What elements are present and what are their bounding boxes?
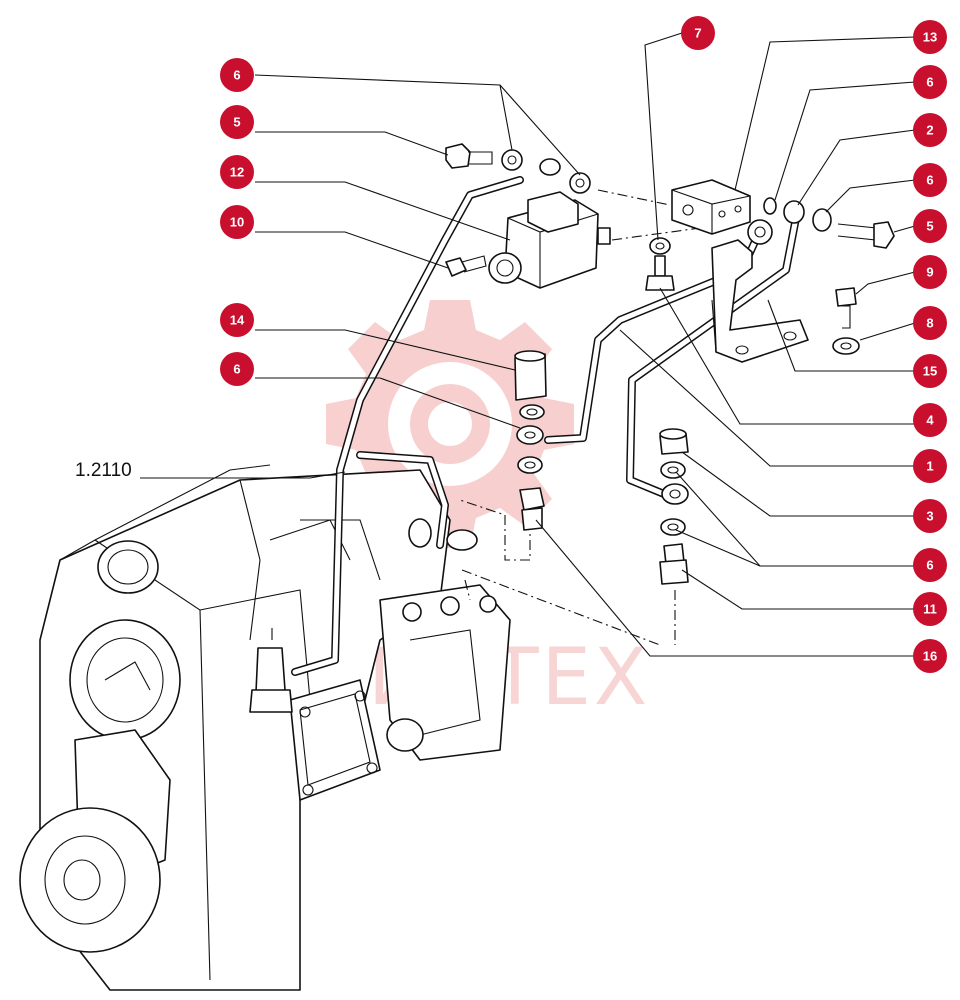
part-16-nipple — [519, 487, 545, 531]
callout-number: 9 — [926, 265, 933, 280]
part-5-bolt-top — [445, 143, 493, 169]
assembly-axes — [459, 189, 701, 646]
part-15-bracket — [711, 239, 809, 363]
callout-badge-6: 6 — [220, 58, 254, 92]
part-9-screw — [835, 287, 857, 329]
callout-badge-2: 2 — [913, 113, 947, 147]
callout-badge-13: 13 — [913, 20, 947, 54]
callout-number: 6 — [926, 173, 933, 188]
callout-number: 4 — [926, 413, 934, 428]
assembly-label: 1.2110 — [75, 460, 132, 481]
part-13-manifold-block — [671, 179, 751, 235]
callout-number: 14 — [230, 313, 245, 328]
callout-badge-14: 14 — [220, 303, 254, 337]
part-11-nipple — [659, 543, 689, 585]
callout-number: 12 — [230, 165, 244, 180]
callout-badge-6: 6 — [913, 548, 947, 582]
callout-badge-10: 10 — [220, 205, 254, 239]
part-10-screw — [445, 255, 487, 277]
callout-badge-16: 16 — [913, 639, 947, 673]
callout-number: 15 — [923, 364, 937, 379]
callout-number: 2 — [926, 123, 933, 138]
callout-number: 6 — [926, 558, 933, 573]
callout-number: 6 — [233, 68, 240, 83]
callout-number: 16 — [923, 649, 937, 664]
part-12-solenoid-valve — [488, 191, 611, 289]
callout-number: 5 — [926, 219, 933, 234]
part-8-washer — [832, 337, 860, 355]
callout-number: 6 — [926, 75, 933, 90]
callout-badge-5: 5 — [220, 105, 254, 139]
callout-number: 11 — [923, 602, 937, 617]
part-7-washer-screw — [645, 237, 675, 291]
part-6-washers-top — [501, 149, 591, 194]
callout-badge-4: 4 — [913, 403, 947, 437]
part-14-cap — [514, 350, 547, 401]
callout-badge-12: 12 — [220, 155, 254, 189]
pipes — [291, 176, 800, 676]
callout-badge-7: 7 — [681, 16, 715, 50]
callout-badge-6: 6 — [220, 352, 254, 386]
callout-number: 1 — [926, 459, 933, 474]
callout-badge-5: 5 — [913, 209, 947, 243]
callout-number: 5 — [233, 115, 240, 130]
part-2-banjo-fittings — [747, 197, 805, 245]
callout-badge-8: 8 — [913, 306, 947, 340]
callout-badge-6: 6 — [913, 163, 947, 197]
callout-number: 3 — [926, 509, 933, 524]
callout-badge-3: 3 — [913, 499, 947, 533]
callout-number: 8 — [926, 316, 933, 331]
callout-badge-11: 11 — [913, 592, 947, 626]
callout-number: 13 — [923, 30, 937, 45]
callout-number: 7 — [694, 26, 701, 41]
part-6-washers-center — [516, 404, 545, 474]
part-5-bolt-right — [812, 208, 895, 249]
callout-badge-15: 15 — [913, 354, 947, 388]
gearbox-housing — [19, 464, 511, 991]
callout-number: 10 — [230, 215, 244, 230]
leader-lines — [140, 32, 916, 657]
callout-number: 6 — [233, 362, 240, 377]
callout-badge-1: 1 — [913, 449, 947, 483]
part-3-cap-washers — [659, 428, 689, 536]
callout-badge-6: 6 — [913, 65, 947, 99]
callout-badge-9: 9 — [913, 255, 947, 289]
